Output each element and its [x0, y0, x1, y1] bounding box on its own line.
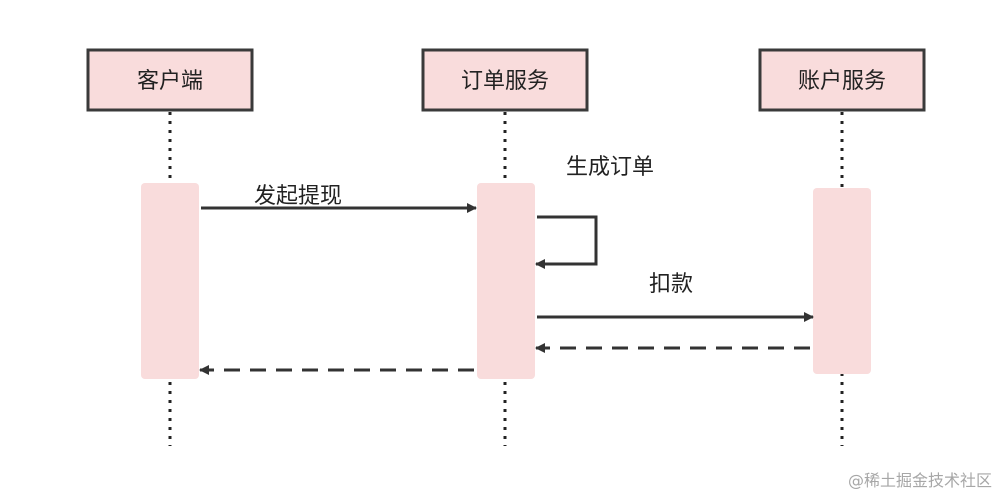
activation-client [141, 183, 199, 379]
participant-box-client [86, 48, 254, 112]
participant-label-account-service: 账户服务 [798, 69, 886, 94]
message-label-deduct: 扣款 [649, 272, 693, 297]
message-label-create-order: 生成订单 [566, 155, 654, 180]
participant-account-service: 账户服务 [758, 48, 926, 112]
participant-order-service: 订单服务 [421, 48, 589, 112]
activation-order-service [477, 183, 535, 379]
activation-account-service [813, 188, 871, 374]
participant-label-client: 客户端 [137, 69, 203, 94]
participant-label-order-service: 订单服务 [461, 69, 549, 94]
watermark: @稀土掘金技术社区 [847, 471, 992, 490]
participant-box-account-service [758, 48, 926, 112]
message-arrow-create-order [535, 215, 598, 269]
participant-box-order-service [421, 48, 589, 112]
participant-client: 客户端 [86, 48, 254, 112]
message-label-initiate-withdrawal: 发起提现 [254, 184, 342, 209]
